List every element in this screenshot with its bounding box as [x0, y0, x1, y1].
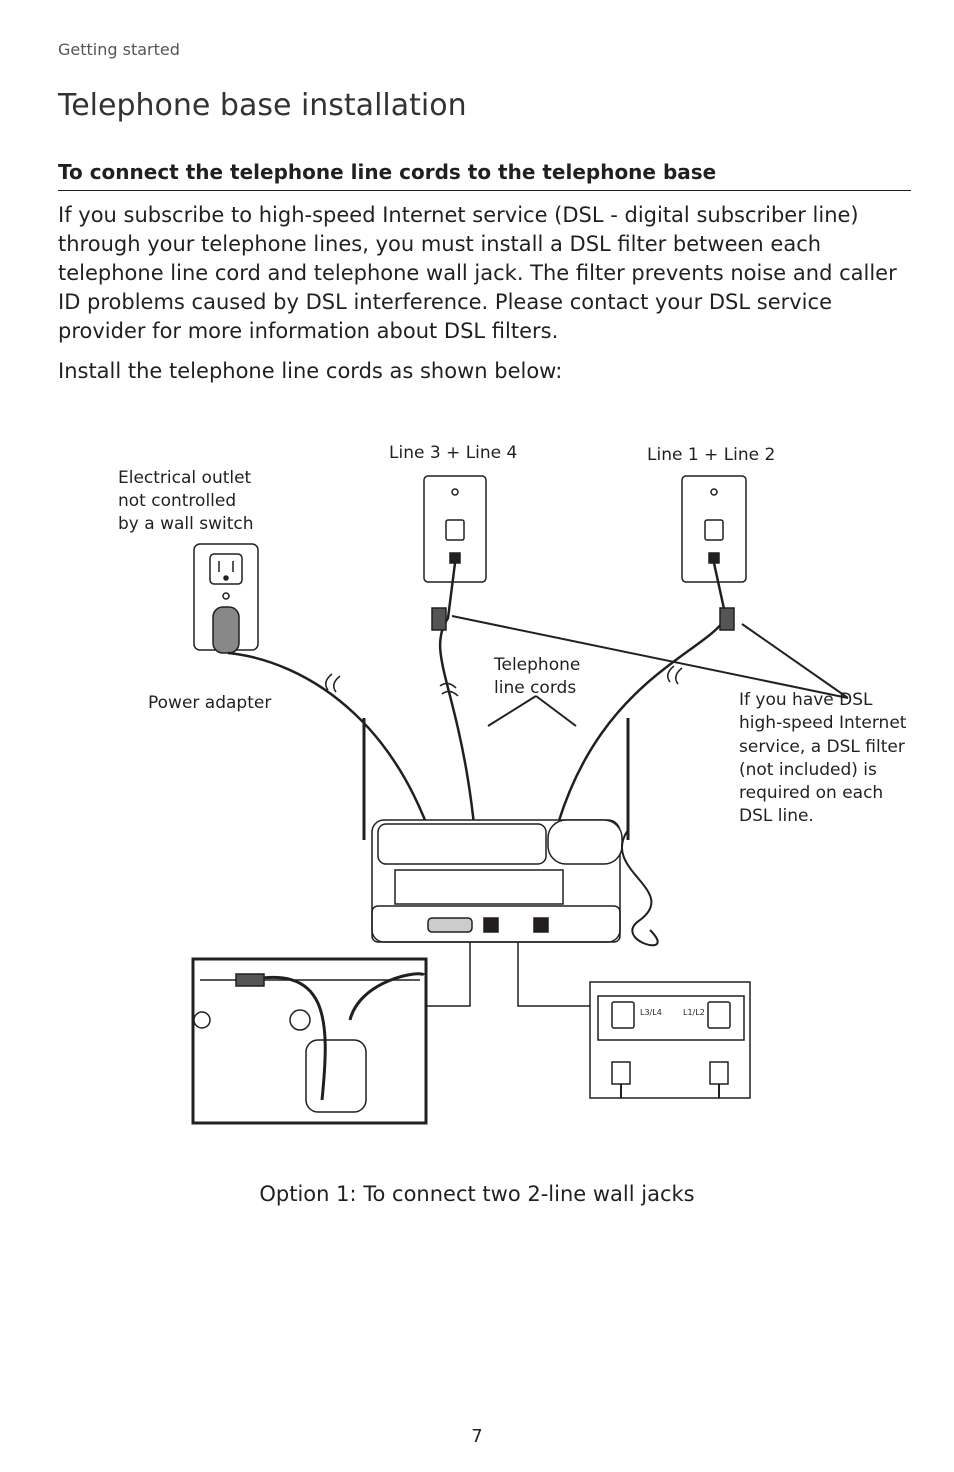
page-number: 7	[471, 1426, 483, 1447]
installation-illustration	[191, 475, 849, 1125]
line12-label: Line 1 + Line 2	[647, 445, 776, 465]
power-adapter-label: Power adapter	[148, 693, 272, 713]
dsl-note-line-6: DSL line.	[739, 806, 814, 826]
dsl-note-line-5: required on each	[739, 783, 884, 803]
dsl-note-line-1: If you have DSL	[739, 690, 873, 710]
dsl-note-line-4: (not included) is	[739, 760, 877, 780]
intro-paragraph: If you subscribe to high-speed Internet …	[58, 203, 897, 343]
cords-label-line-1: Telephone	[494, 655, 581, 675]
figure-caption: Option 1: To connect two 2-line wall jac…	[259, 1182, 695, 1206]
section-header: Getting started	[58, 40, 180, 59]
jack-label-l1l2: L1/L2	[683, 1008, 705, 1017]
handset	[547, 819, 623, 865]
wall-jack-line12	[681, 475, 747, 583]
install-instruction: Install the telephone line cords as show…	[58, 359, 563, 383]
outlet-label-line-2: not controlled	[118, 491, 237, 511]
line34-label: Line 3 + Line 4	[389, 443, 518, 463]
outlet-label-line-1: Electrical outlet	[118, 468, 252, 488]
page-title: Telephone base installation	[58, 88, 467, 123]
dsl-filter-1	[431, 607, 447, 631]
inset-power-cord	[191, 957, 428, 1125]
installation-diagram: Electrical outlet not controlled by a wa…	[0, 400, 954, 1180]
cords-label-line-2: line cords	[494, 678, 577, 698]
wall-jack-line34	[423, 475, 487, 583]
jack-label-l3l4: L3/L4	[640, 1008, 662, 1017]
dsl-note-line-2: high-speed Internet	[739, 713, 907, 733]
subheading-rule	[58, 190, 911, 191]
subheading: To connect the telephone line cords to t…	[58, 160, 717, 184]
dsl-filter-2	[719, 607, 735, 631]
power-adapter-plug	[212, 606, 240, 654]
dsl-note-line-3: service, a DSL filter	[739, 737, 905, 757]
outlet-label-line-3: by a wall switch	[118, 514, 254, 534]
